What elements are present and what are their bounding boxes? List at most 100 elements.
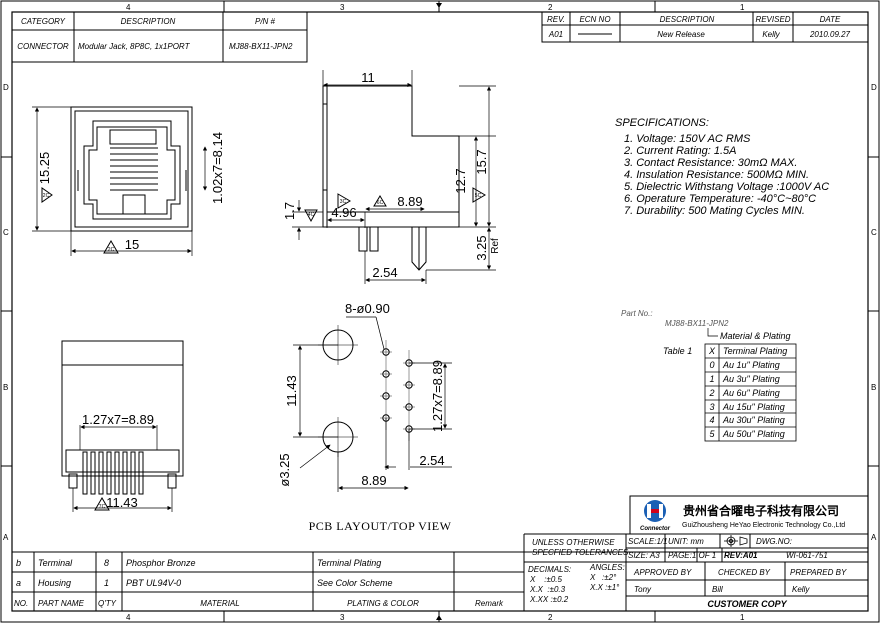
plating-table [704, 343, 797, 442]
bom-header-material: MATERIAL [200, 599, 239, 608]
pcb-8-89-dim: 8.89 [361, 473, 386, 488]
rev-summary: REV:A01 [724, 551, 758, 560]
part-no-label: Part No.: [621, 309, 653, 318]
callout-4C-label: 4C [308, 212, 315, 218]
zone-top-3: 3 [340, 3, 345, 12]
zone-top-1: 1 [740, 3, 745, 12]
spec-item: 7. Durability: 500 Mating Cycles MIN. [624, 205, 805, 217]
zone-right-C: C [871, 228, 877, 237]
side-2-54-dim: 2.54 [372, 265, 397, 280]
callout-4C-side: 4C [304, 209, 318, 223]
side-8-89-dim: 8.89 [397, 194, 422, 209]
bom-plating: Terminal Plating [317, 558, 381, 568]
table-cell-x: 4 [709, 415, 714, 425]
rev-header: REV. [547, 15, 565, 24]
approved-by-label: APPROVED BY [633, 568, 692, 577]
front-contacts [110, 147, 158, 191]
callout-7C-label: 7C [99, 504, 106, 510]
center-mark-bottom [436, 615, 442, 620]
table-header-x: X [708, 346, 716, 356]
side-height-1-dim: 12.7 [453, 168, 468, 193]
pcb-caption: PCB LAYOUT/TOP VIEW [309, 519, 452, 533]
pcb-dimensions [293, 316, 452, 492]
bottom-width-dim: 11.43 [106, 495, 138, 510]
callout-2C-front: 2C [103, 240, 119, 254]
side-leg-dim: 3.25 [474, 235, 489, 260]
callout-3C-side: 3C [337, 193, 351, 209]
callout-2C-left: 2C [41, 187, 53, 203]
spec-item: 4. Insulation Resistance: 500MΩ MIN. [624, 169, 809, 181]
callout-2C-left-label: 2C [43, 193, 50, 199]
zone-bottom-1: 1 [740, 613, 745, 622]
side-height-2-dim: 15.7 [474, 149, 489, 174]
revised-value: Kelly [762, 30, 780, 39]
zone-bottom-3: 3 [340, 613, 345, 622]
bom-qty: 1 [104, 578, 109, 588]
table-cell-x: 0 [709, 360, 714, 370]
logo-text: Connector [640, 526, 671, 532]
prepared-by-label: PREPARED BY [790, 568, 847, 577]
title-block-top [11, 11, 308, 63]
side-ref-label: Ref [490, 238, 501, 254]
spec-item: 3. Contact Resistance: 30mΩ MAX. [624, 157, 797, 169]
company-name-en: GuiZhousheng HeYao Electronic Technology… [682, 522, 845, 529]
callout-6C-side: 6C [373, 195, 387, 207]
bom-no: b [16, 558, 21, 568]
dwg-label: DWG.NO: [756, 537, 792, 546]
page-value: PAGE:1 OF 1 [668, 551, 716, 560]
unit-value: UNIT: mm [668, 537, 704, 546]
part-no-leader [707, 328, 718, 337]
callout-2C-label: 2C [108, 247, 115, 253]
category-header: CATEGORY [21, 17, 66, 26]
pcb-height-dim: 11.43 [284, 375, 299, 407]
bom-header-no: NO. [14, 599, 28, 608]
zone-bottom-4: 4 [126, 613, 131, 622]
revised-header: REVISED [755, 15, 790, 24]
description-header: DESCRIPTION [121, 17, 176, 26]
rev-value: A01 [548, 30, 563, 39]
pn-header: P/N # [255, 17, 276, 26]
pcb-pitch-dim: 1.27x7=8.89 [430, 360, 445, 432]
bom-header-qty: Q'TY [98, 599, 117, 608]
decimals-row: X :±0.5 [529, 575, 563, 584]
category-value: CONNECTOR [17, 42, 69, 51]
rev-description-value: New Release [657, 30, 705, 39]
callout-3C-label: 3C [340, 199, 347, 205]
bom-qty: 8 [104, 558, 109, 568]
side-dimensions [292, 70, 496, 284]
zone-top-4: 4 [126, 3, 131, 12]
scale-value: SCALE:1/1 [628, 537, 668, 546]
table-cell-plating: Au 1u" Plating [722, 360, 780, 370]
tolerance-title-1: UNLESS OTHERWISE [532, 538, 615, 547]
part-no-value: MJ88-BX11-JPN2 [665, 319, 729, 328]
pcb-pin-holes [382, 348, 413, 433]
table-cell-x: 3 [709, 402, 714, 412]
front-view [70, 106, 193, 232]
angles-row: X :±2° [589, 573, 617, 582]
table-cell-x: 1 [709, 374, 714, 384]
zone-left-A: A [3, 533, 9, 542]
bom-part-name: Terminal [38, 558, 73, 568]
zone-top-2: 2 [548, 3, 553, 12]
ecn-header: ECN NO [579, 15, 610, 24]
checked-by-label: CHECKED BY [718, 568, 771, 577]
bottom-dimensions [72, 424, 173, 512]
zone-left-D: D [3, 83, 9, 92]
table-cell-plating: Au 6u" Plating [722, 388, 780, 398]
table-cell-plating: Au 3u" Plating [722, 374, 780, 384]
pcb-dia-dim: ø3.25 [277, 453, 292, 486]
callout-6C-label: 6C [377, 200, 384, 206]
side-view [322, 85, 460, 271]
spec-item: 6. Operature Temperature: -40°C~80°C [624, 193, 816, 205]
bom-header-name: PART NAME [38, 599, 85, 608]
zone-right-B: B [871, 383, 876, 392]
bom-header-remark: Remark [475, 599, 504, 608]
bom-material: Phosphor Bronze [126, 558, 196, 568]
table-cell-x: 5 [709, 429, 715, 439]
checked-by-value: Bill [712, 585, 723, 594]
table-cell-plating: Au 30u" Plating [722, 415, 785, 425]
pn-value: MJ88-BX11-JPN2 [229, 42, 293, 51]
zone-bottom-2: 2 [548, 613, 553, 622]
approved-by-value: Tony [634, 585, 652, 594]
bottom-pins [82, 451, 144, 495]
